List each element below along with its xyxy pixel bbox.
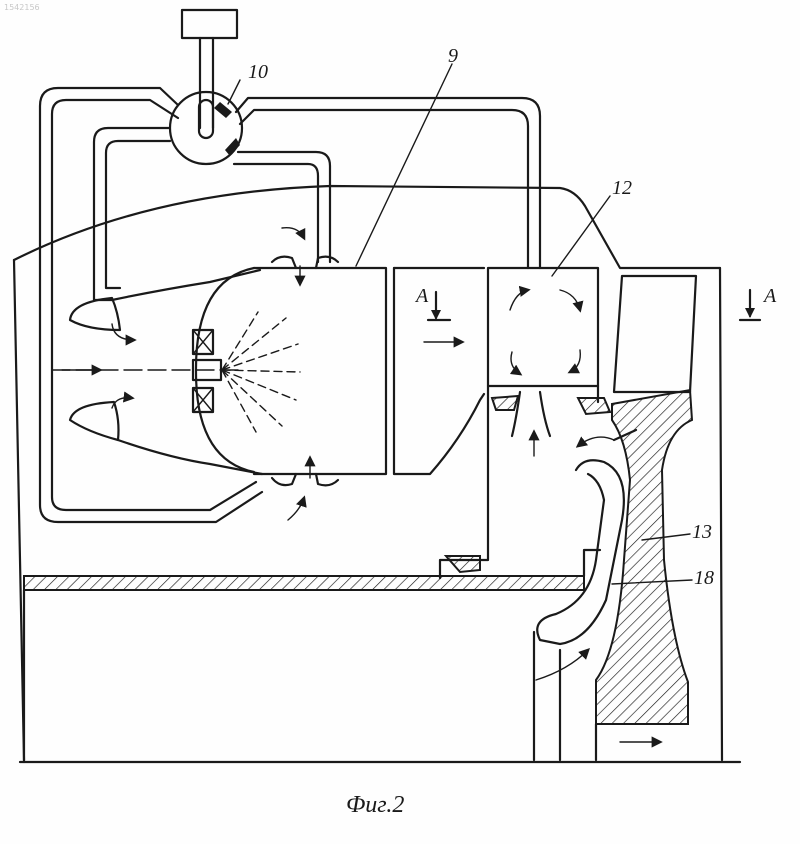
document-stamp: 1542156	[4, 3, 40, 12]
label-10: 10	[248, 61, 268, 83]
label-13: 13	[692, 521, 712, 543]
label-9: 9	[448, 45, 458, 67]
combustor	[52, 257, 386, 486]
turbine-disc	[446, 390, 692, 724]
transition-duct	[394, 268, 484, 474]
distribution-valve	[170, 92, 242, 164]
section-label-left: A	[414, 285, 429, 307]
section-marker-left	[428, 292, 450, 320]
leader-lines	[228, 64, 692, 584]
fuel-spray	[222, 312, 300, 432]
section-label-right: A	[762, 285, 777, 307]
inner-casing-bar	[24, 550, 600, 762]
section-marker-right	[740, 290, 760, 320]
figure-caption: Фиг.2	[346, 792, 404, 818]
label-12: 12	[612, 177, 632, 199]
label-18: 18	[694, 567, 714, 589]
mixing-chamber	[440, 268, 598, 578]
inlet-lips	[70, 270, 262, 474]
stator-vane	[614, 276, 696, 392]
flow-arrows	[62, 228, 660, 742]
